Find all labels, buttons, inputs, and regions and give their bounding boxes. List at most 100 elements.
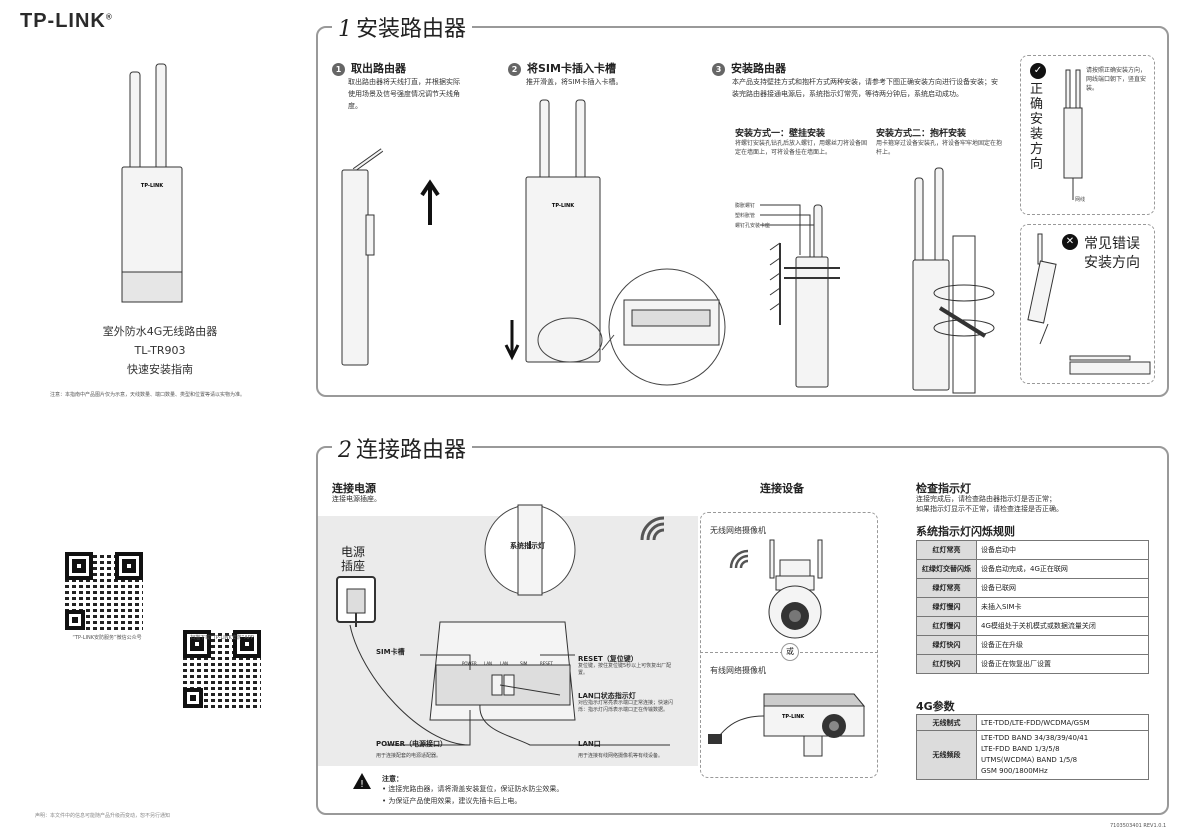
cross-icon: ✕: [1062, 234, 1078, 250]
outlet-label: 电源插座: [341, 545, 366, 573]
led-rule-value: 4G模组处于关机模式或数据流量关闭: [976, 616, 1149, 636]
wrong-direction-box: [1020, 224, 1155, 384]
step3-text: 本产品支持壁挂方式和抱杆方式两种安装，请参考下图正确安装方向进行设备安装；安装完…: [732, 78, 998, 98]
pole-mount-illustration: [912, 167, 995, 394]
step2-device-brand: TP-LINK: [552, 203, 575, 209]
cover-model: TL-TR903: [134, 344, 186, 357]
connect-title: 连接设备: [760, 482, 804, 495]
led-rule-key: 红灯慢闪: [916, 616, 977, 636]
or-badge: 或: [781, 643, 799, 661]
qr2-caption: 扫描下载“TP-LINK安防”APP: [190, 635, 254, 641]
led-rule-value: 未插入SIM卡: [976, 597, 1149, 617]
port-label-power: POWER: [462, 661, 477, 666]
wired-camera-illustration: TP-LINK: [708, 693, 866, 757]
cover-guide-title: 快速安装指南: [127, 363, 193, 376]
wired-camera-label: 有线网络摄像机: [710, 666, 766, 675]
lan-port-text: 用于连接有线网络摄像机等有线设备。: [578, 753, 664, 759]
warning-item-1: • 为保证产品使用效果，建议先插卡后上电。: [382, 797, 522, 805]
power-port-title: POWER（电源接口）: [376, 740, 447, 748]
doc-code: 7103503401 REV1.0.1: [1110, 823, 1167, 829]
power-port-text: 用于连接配套的电源适配器。: [376, 753, 442, 759]
wired-camera-brand: TP-LINK: [782, 714, 805, 720]
table-row: 红灯常亮设备启动中: [916, 540, 1149, 560]
power-title: 连接电源: [332, 482, 376, 495]
led-rules-table: 红灯常亮设备启动中 红绿灯交替闪烁设备启动完成，4G正在联网 绿灯常亮设备已联网…: [916, 540, 1149, 674]
correct-direction-title: 正确安装方向: [1030, 82, 1044, 172]
pole-mount-text: 用卡箍穿过设备安装孔，将设备牢牢地固定在抱杆上。: [876, 140, 1003, 156]
section2-panel: [316, 446, 1169, 815]
table-row: 无线频段 LTE-TDD BAND 34/38/39/40/41 LTE-FDD…: [916, 730, 1149, 780]
param-key: 无线频段: [916, 730, 977, 780]
band-line: LTE-TDD BAND 34/38/39/40/41: [981, 734, 1089, 742]
led-rule-key: 绿灯慢闪: [916, 597, 977, 617]
app-qr-code: [183, 630, 261, 708]
sim-slot-label: SIM卡槽: [376, 648, 405, 656]
table-row: 绿灯慢闪未插入SIM卡: [916, 597, 1149, 617]
correct-direction-box: [1020, 55, 1155, 215]
led-rule-key: 红灯快闪: [916, 654, 977, 674]
wall-mount-text: 将螺钉安装孔钻孔后放入螺钉，用螺丝刀将设备固定在墙面上，可将设备挂在墙面上。: [735, 140, 868, 156]
wrong-direction-title-2: 安装方向: [1084, 255, 1140, 271]
power-text: 连接电源插座。: [332, 495, 381, 503]
table-row: 绿灯快闪设备正在升级: [916, 635, 1149, 655]
led-rule-key: 绿灯快闪: [916, 635, 977, 655]
led-rule-key: 绿灯常亮: [916, 578, 977, 598]
param-value-bands: LTE-TDD BAND 34/38/39/40/41 LTE-FDD BAND…: [976, 730, 1149, 780]
table-row: 红灯快闪设备正在恢复出厂设置: [916, 654, 1149, 674]
warning-item-0: • 连接完路由器，请将滑盖安装复位，保证防水防尘效果。: [382, 785, 564, 793]
port-label-lan1: LAN: [484, 661, 493, 666]
wireless-camera-illustration: [768, 539, 823, 639]
connect-devices-box: [700, 512, 878, 778]
check-icon: ✓: [1030, 63, 1046, 79]
lan-port-title: LAN口: [578, 740, 601, 748]
check-text-2: 如果指示灯显示不正常，请检查连接是否正确。: [916, 505, 1063, 513]
params-title: 4G参数: [916, 700, 955, 713]
wrong-direction-title-1: 常见错误: [1084, 236, 1140, 252]
status-led-label: 系统指示灯: [510, 542, 545, 550]
cover-device-brand: TP-LINK: [141, 183, 164, 189]
tp-link-logo: TP-LINK®: [20, 10, 113, 32]
band-line: UTMS(WCDMA) BAND 1/5/8: [981, 756, 1078, 764]
param-key: 无线制式: [916, 714, 977, 731]
check-text-1: 连接完成后，请检查路由器指示灯是否正常；: [916, 495, 1056, 503]
router-bottom-illustration: [349, 504, 670, 746]
cover-bottom-note: 声明：本文件中的信息可能随产品升级而变动，恕不另行通知: [35, 813, 171, 819]
step1-illustration: [341, 148, 440, 366]
reset-title: RESET（复位键）: [578, 655, 638, 663]
port-label-reset: RESET: [540, 661, 553, 666]
led-rule-value: 设备启动完成，4G正在联网: [976, 559, 1149, 579]
wall-mount-title: 安装方式一：壁挂安装: [735, 129, 826, 139]
wall-label-2: 螺钉孔安装卡座: [735, 223, 771, 229]
warning-icon: !: [352, 772, 372, 790]
wireless-camera-label: 无线网络摄像机: [710, 526, 766, 535]
port-label-lan2: LAN: [500, 661, 509, 666]
qr1-caption: “TP-LINK安防服务”微信公众号: [72, 635, 142, 641]
cover-product-name: 室外防水4G无线路由器: [102, 325, 218, 338]
led-rule-key: 红绿灯交替闪烁: [916, 559, 977, 579]
led-rule-value: 设备启动中: [976, 540, 1149, 560]
led-rule-value: 设备正在升级: [976, 635, 1149, 655]
wrong-device-illustration: [1027, 233, 1151, 375]
signal-icon: [729, 549, 749, 569]
wall-label-1: 塑料胀管: [735, 213, 756, 219]
table-row: 红绿灯交替闪烁设备启动完成，4G正在联网: [916, 559, 1149, 579]
pole-mount-title: 安装方式二：抱杆安装: [876, 129, 967, 139]
wall-mount-illustration: [760, 204, 840, 388]
wechat-qr-code: [65, 552, 143, 630]
lan-led-title: LAN口状态指示灯: [578, 692, 636, 700]
step2-illustration: TP-LINK: [504, 99, 726, 386]
band-line: LTE-FDD BAND 1/3/5/8: [981, 745, 1060, 753]
led-rule-value: 设备已联网: [976, 578, 1149, 598]
cover-notice: 注意：本指南中产品图片仅为示意，天线数量、端口数量、类型和位置等请以实物为准。: [50, 392, 246, 398]
wall-label-0: 膨胀螺钉: [735, 203, 756, 209]
svg-text:!: !: [360, 779, 364, 790]
power-outlet-illustration: [336, 576, 376, 627]
check-title: 检查指示灯: [916, 482, 971, 495]
